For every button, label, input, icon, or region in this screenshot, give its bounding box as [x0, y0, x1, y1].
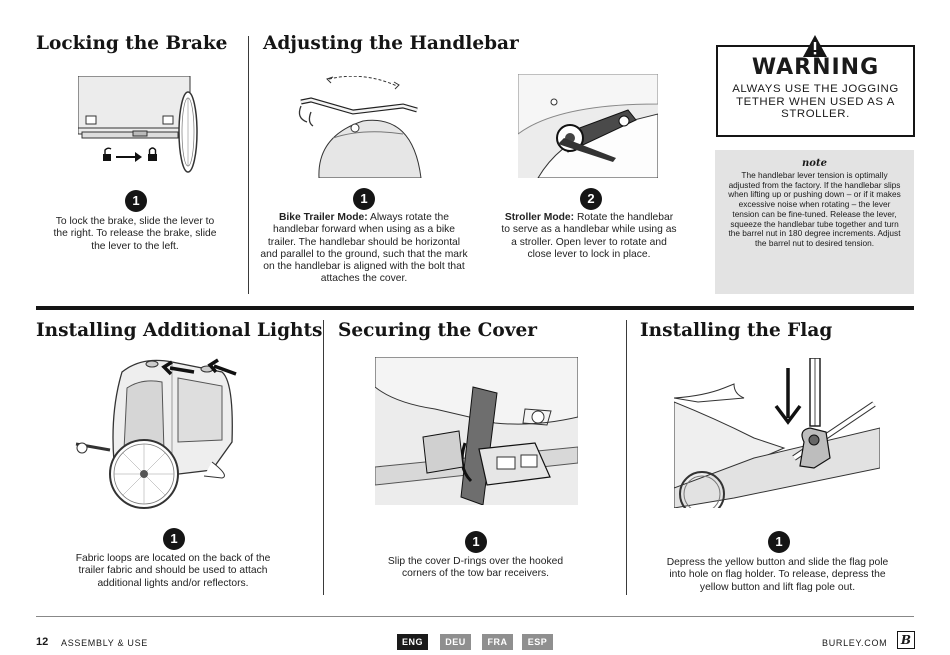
column-divider [626, 320, 627, 595]
stroller-mode-label: Stroller Mode: [504, 212, 575, 223]
lights-caption: Fabric loops are located on the back of … [75, 553, 271, 589]
language-tab-deu[interactable]: DEU [440, 634, 471, 650]
language-tab-eng[interactable]: ENG [397, 634, 428, 650]
step-number: 1 [163, 528, 185, 550]
stroller-mode-text: Rotate the handlebar to serve as a handl… [501, 212, 677, 260]
warning-text: ALWAYS USE THE JOGGING TETHER WHEN USED … [732, 83, 899, 120]
arrow-right-icon [116, 152, 142, 162]
step-number: 2 [580, 188, 602, 210]
handlebar-stroller-mode-illustration [518, 74, 658, 178]
section-title-locking-brake: Locking the Brake [36, 33, 228, 54]
cover-caption: Slip the cover D-rings over the hooked c… [387, 556, 564, 580]
unlocked-padlock-icon [103, 147, 112, 161]
arrow-down-icon [774, 368, 802, 425]
page-number: 12 [36, 636, 49, 648]
note-title: note [802, 158, 827, 169]
site-link[interactable]: BURLEY.COM [822, 638, 888, 648]
section-title-adjusting-handlebar: Adjusting the Handlebar [263, 33, 519, 54]
flag-holder-illustration [674, 358, 880, 508]
step-number: 1 [353, 188, 375, 210]
flag-caption: Depress the yellow button and slide the … [666, 557, 889, 593]
warning-triangle-icon [803, 35, 827, 57]
section-title-installing-flag: Installing the Flag [640, 320, 833, 341]
burley-logo: B [897, 631, 915, 649]
brake-caption: To lock the brake, slide the lever to th… [53, 216, 217, 252]
step-number: 1 [125, 190, 147, 212]
arrow-icon [161, 360, 195, 376]
step-number: 1 [768, 531, 790, 553]
column-divider [248, 36, 249, 294]
language-tab-fra[interactable]: FRA [482, 634, 513, 650]
arrow-icon [207, 358, 237, 376]
locked-padlock-icon [148, 147, 157, 161]
trailer-mode-label: Bike Trailer Mode: [279, 212, 368, 223]
section-title-installing-lights: Installing Additional Lights [36, 320, 323, 341]
warning-box: WARNING ALWAYS USE THE JOGGING TETHER WH… [716, 45, 915, 137]
cover-d-ring-illustration [375, 357, 578, 505]
step-number: 1 [465, 531, 487, 553]
section-title-securing-cover: Securing the Cover [338, 320, 537, 341]
language-tab-esp[interactable]: ESP [522, 634, 553, 650]
warning-title: WARNING [751, 55, 880, 80]
trailer-mode-caption: Bike Trailer Mode: Always rotate the han… [258, 212, 470, 286]
trailer-lights-illustration [72, 352, 244, 514]
brake-illustration [78, 76, 203, 174]
trailer-mode-text: Always rotate the handlebar forward when… [260, 212, 468, 285]
column-divider [323, 320, 324, 595]
section-divider [36, 306, 914, 310]
note-box: note The handlebar lever tension is opti… [715, 150, 914, 294]
stroller-mode-caption: Stroller Mode: Rotate the handlebar to s… [500, 212, 678, 261]
footer-rule [36, 616, 914, 617]
note-text: The handlebar lever tension is optimally… [728, 170, 901, 248]
handlebar-trailer-mode-illustration [293, 76, 435, 178]
footer-section-label: ASSEMBLY & USE [61, 638, 148, 648]
